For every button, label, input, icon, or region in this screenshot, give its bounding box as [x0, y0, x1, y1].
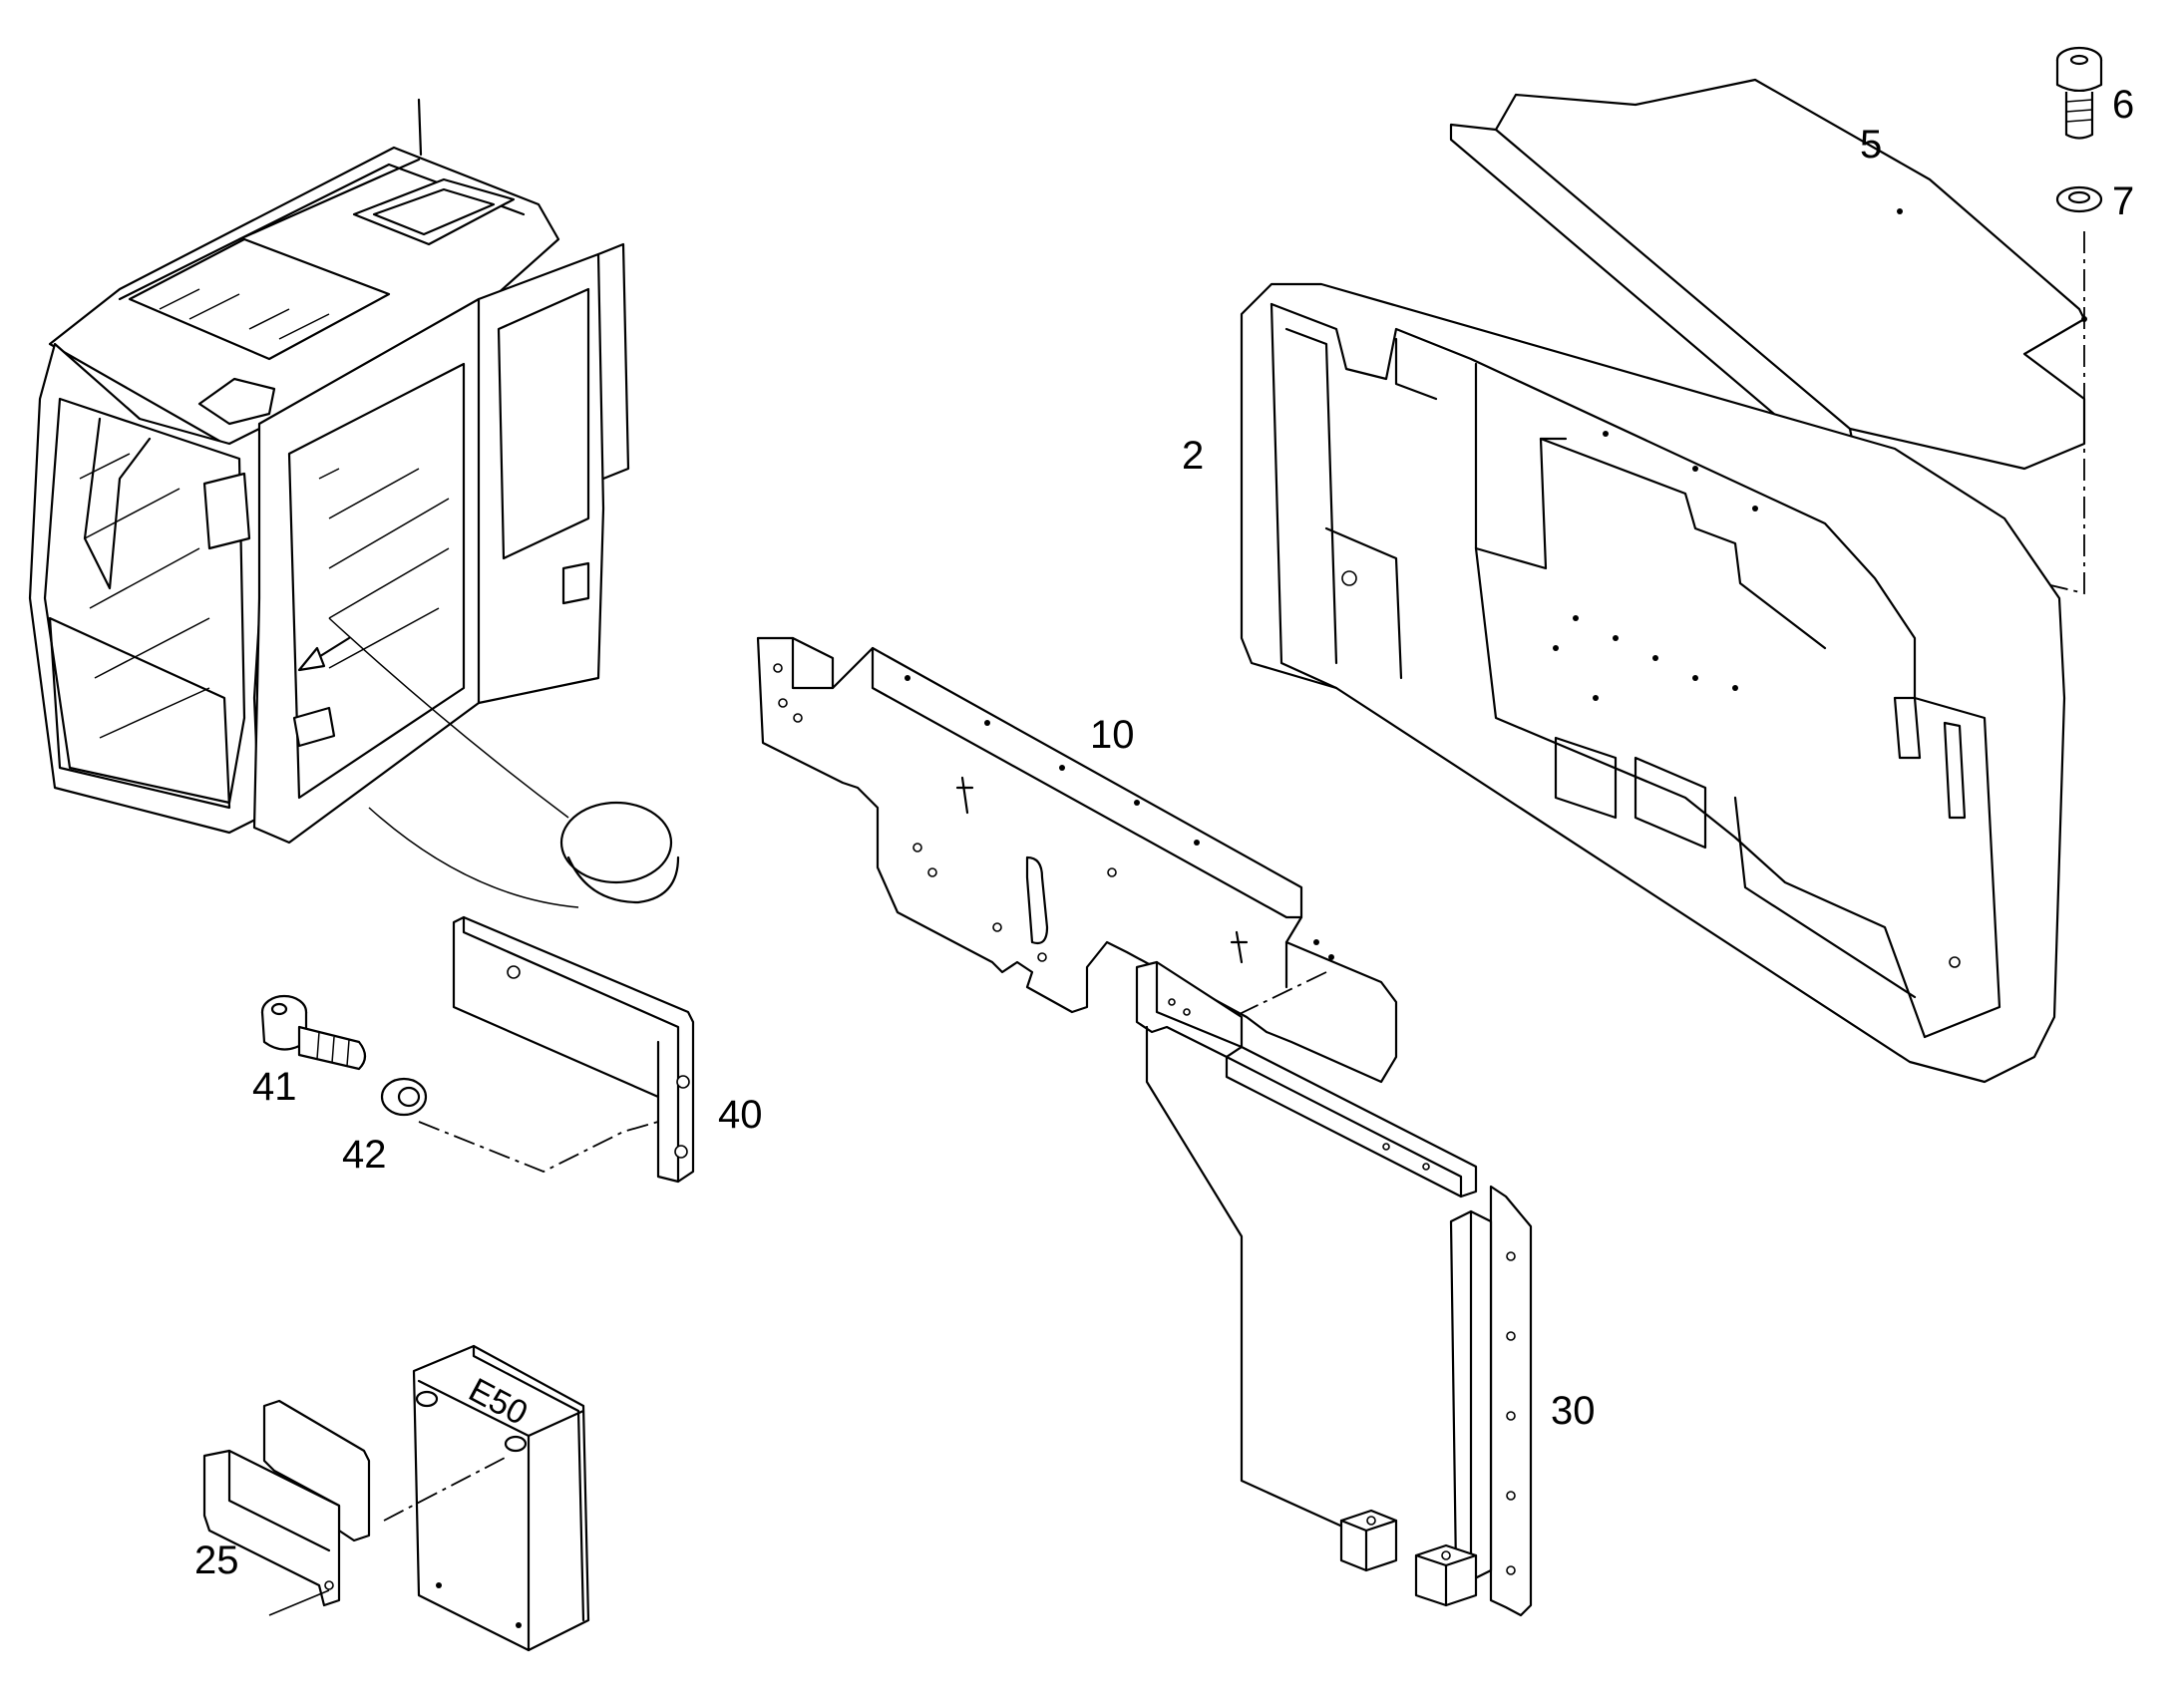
callout-40: 40	[718, 1093, 763, 1137]
part-25-mounting-bracket	[202, 1399, 371, 1616]
callout-2: 2	[1182, 434, 1205, 478]
part-2-housing	[1240, 282, 2066, 1084]
part-7-washer	[2055, 185, 2103, 213]
part-40-l-bracket	[452, 915, 695, 1184]
part-6-bolt	[2055, 46, 2103, 140]
part-30-side-bracket	[1135, 960, 1533, 1617]
callout-25: 25	[194, 1538, 239, 1582]
callout-41: 41	[252, 1065, 297, 1109]
callout-6: 6	[2112, 83, 2135, 127]
part-42-washer	[380, 1077, 428, 1117]
part-10-bracket-plate	[756, 636, 1398, 1084]
callout-10: 10	[1090, 713, 1135, 757]
assembly-line-25	[383, 1455, 510, 1522]
part-41-bolt	[260, 994, 367, 1071]
assembly-line-40	[418, 1121, 659, 1173]
e50-control-module	[412, 1344, 590, 1652]
callout-7: 7	[2112, 179, 2135, 223]
operator-cab	[28, 98, 680, 908]
callout-30: 30	[1551, 1389, 1596, 1433]
callout-42: 42	[342, 1133, 387, 1177]
callout-5: 5	[1860, 123, 1883, 167]
